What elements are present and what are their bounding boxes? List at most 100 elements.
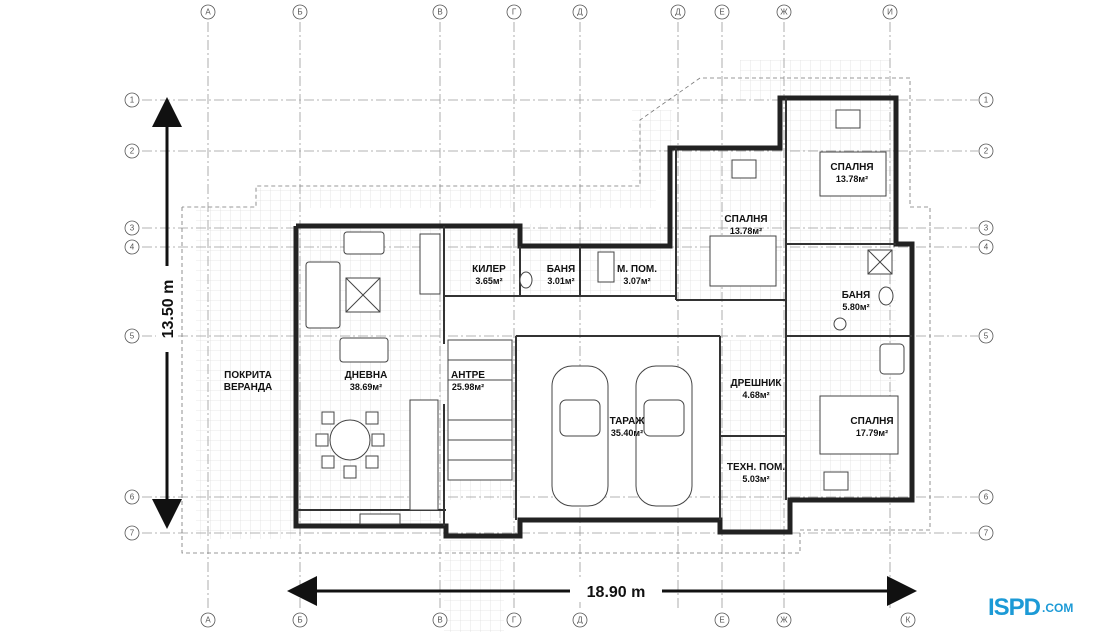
grid-column-label-bottom: В [437, 616, 442, 625]
room-area: 13.78м² [836, 174, 868, 184]
ispd-logo[interactable]: ISPD .COM [988, 590, 1112, 626]
grid-column-label-bottom: A [205, 616, 211, 625]
grid-row-bubble [124, 525, 140, 541]
bed-bottom-right [819, 395, 899, 455]
grid-row-label: 6 [130, 493, 135, 502]
grid-row-bubble [124, 239, 140, 255]
room-name: КИЛЕР [472, 264, 506, 275]
grid-row-label: 2 [130, 147, 135, 156]
grid-row-bubble [978, 328, 994, 344]
grid-column-bubble-bottom [506, 612, 522, 628]
grid-column-label: И [887, 8, 893, 17]
grid-row-label: 7 [984, 529, 989, 538]
walls [293, 95, 915, 539]
grid-column-label-bottom: Б [297, 616, 302, 625]
logo-domain: .COM [1042, 601, 1074, 615]
grid-column-bubble [670, 4, 686, 20]
grid-column-bubble [432, 4, 448, 20]
grid-row-label: 3 [130, 224, 135, 233]
grid-column-bubble-bottom [900, 612, 916, 628]
room-name: ПОКРИТА [224, 370, 272, 381]
grid-column-bubble [714, 4, 730, 20]
grid-column-bubble-bottom [572, 612, 588, 628]
grid-row-label: 7 [130, 529, 135, 538]
room-name: М. ПОМ. [617, 264, 657, 275]
room-area: 17.79м² [856, 428, 888, 438]
grid-row-label: 6 [984, 493, 989, 502]
grid-row-bubble [978, 489, 994, 505]
room-name: СПАЛНЯ [830, 162, 873, 173]
room-name: БАНЯ [547, 264, 575, 275]
grid-column-label: Г [512, 8, 517, 17]
grid-row-label: 5 [984, 332, 989, 341]
grid-column-bubble [200, 4, 216, 20]
grid-column-bubble-bottom [714, 612, 730, 628]
grid-row-label: 4 [984, 243, 989, 252]
grid-row-bubble [124, 489, 140, 505]
room-name: СПАЛНЯ [724, 214, 767, 225]
grid-row-label: 5 [130, 332, 135, 341]
grid-column-bubble-bottom [776, 612, 792, 628]
room-name: ТАРАЖ [610, 416, 646, 427]
dining-table [329, 419, 371, 461]
room-area: 3.07м² [623, 276, 650, 286]
room-name-line2: ВЕРАНДА [224, 382, 272, 393]
sofa-left [305, 261, 341, 329]
grid-column-label-bottom: Д [577, 616, 583, 625]
grid-row-label: 2 [984, 147, 989, 156]
room-name: ТЕХН. ПОМ. [727, 462, 786, 473]
logo-mark: ISPD [988, 594, 1041, 621]
grid-column-label-bottom: К [906, 616, 911, 625]
grid-column-label: Ж [780, 8, 788, 17]
armchair-top [343, 231, 385, 255]
bed-top-right [819, 151, 887, 197]
armchair-bedroom [879, 343, 905, 375]
room-name: СПАЛНЯ [850, 416, 893, 427]
grid-row-bubble [978, 239, 994, 255]
grid-row-bubble [978, 525, 994, 541]
tiled-surfaces [196, 60, 896, 632]
grid-column-bubble [776, 4, 792, 20]
armchair-bottom [339, 337, 389, 363]
room-area: 35.40м² [611, 428, 643, 438]
grid-column-label: Д [577, 8, 583, 17]
grid-column-label-bottom: Г [512, 616, 517, 625]
dimension-vertical-label: 13.50 m [160, 280, 177, 339]
grid-column-label-bottom: Ж [780, 616, 788, 625]
room-area: 3.01м² [547, 276, 574, 286]
room-area: 3.65м² [475, 276, 502, 286]
grid-column-bubble-bottom [200, 612, 216, 628]
room-name: ДРЕШНИК [730, 378, 782, 389]
room-area: 5.03м² [742, 474, 769, 484]
dimension-horizontal-label: 18.90 m [587, 584, 646, 601]
grid-column-bubble [882, 4, 898, 20]
grid-row-bubble [124, 92, 140, 108]
stairs [447, 339, 513, 481]
grid-row-bubble [978, 92, 994, 108]
roof-outline [181, 77, 931, 554]
room-name: АНТРЕ [451, 370, 485, 381]
grid-column-bubble-bottom [292, 612, 308, 628]
dimension-vertical: 13.50 m [152, 97, 182, 529]
grid-column-label: A [205, 8, 211, 17]
grid-column-bubble [572, 4, 588, 20]
grid-row-bubble [124, 328, 140, 344]
grid-column-bubble [292, 4, 308, 20]
room-name: ДНЕВНА [345, 370, 388, 381]
grid-row-label: 1 [130, 96, 135, 105]
dimension-horizontal: 18.90 m [287, 576, 917, 606]
grid-row-bubble [124, 220, 140, 236]
room-labels: ПОКРИТАВЕРАНДАДНЕВНА38.69м²АНТРЕ25.98м²К… [224, 162, 894, 484]
room-name: БАНЯ [842, 290, 870, 301]
grid-row-label: 3 [984, 224, 989, 233]
room-area: 4.68м² [742, 390, 769, 400]
kitchen-top [419, 233, 441, 295]
grid-column-label: Д [675, 8, 681, 17]
grid-row-bubble [978, 220, 994, 236]
room-area: 38.69м² [350, 382, 382, 392]
bed-middle [709, 235, 777, 287]
grid-column-label: Б [297, 8, 302, 17]
grid-row-label: 4 [130, 243, 135, 252]
